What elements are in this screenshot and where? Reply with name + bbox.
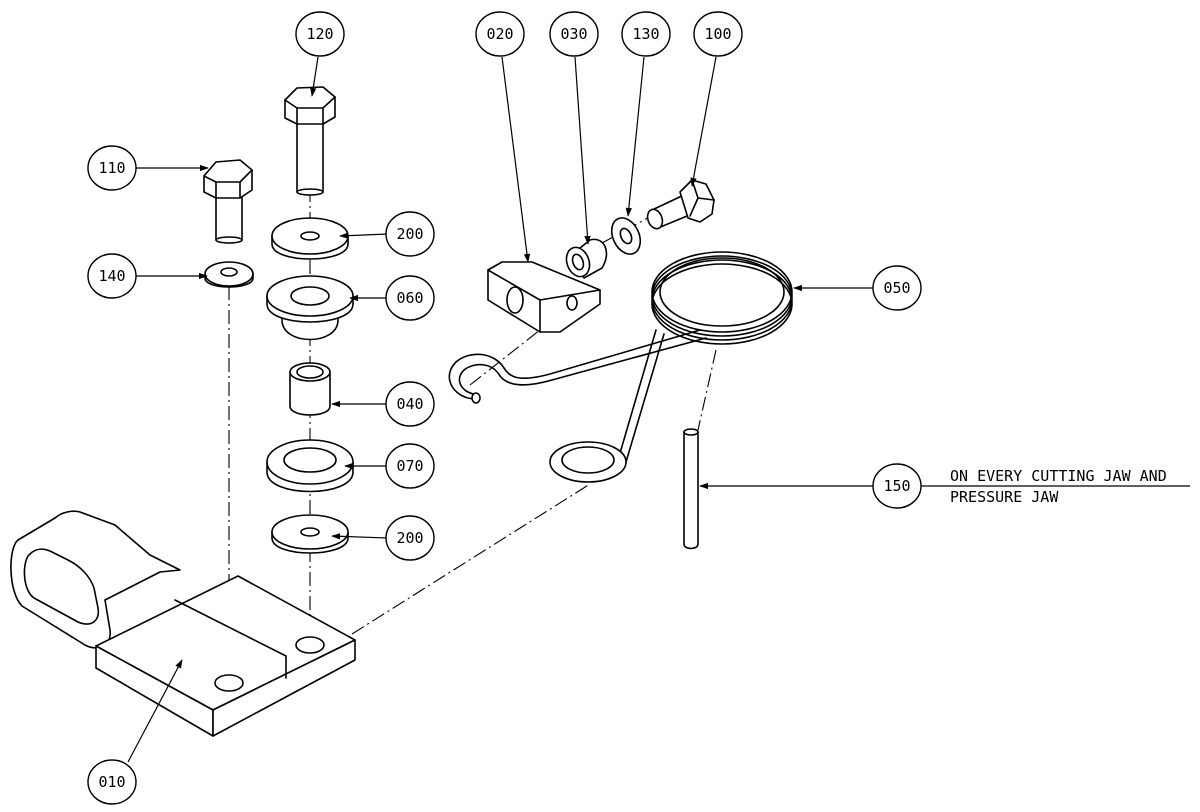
sleeve-040 (289, 362, 331, 416)
callout-030-label: 030 (560, 25, 587, 43)
washer-200-lower (271, 514, 349, 554)
callout-040-label: 040 (396, 395, 423, 413)
callout-120: 120 (295, 11, 345, 57)
callout-140-label: 140 (98, 267, 125, 285)
callout-060-label: 060 (396, 289, 423, 307)
callout-020: 020 (475, 11, 525, 57)
callout-200-lower-label: 200 (396, 529, 423, 547)
callout-110-label: 110 (98, 159, 125, 177)
callout-150: 150 (872, 463, 922, 509)
callout-150-label: 150 (883, 477, 910, 495)
pin-150 (683, 428, 699, 550)
callout-060: 060 (385, 275, 435, 321)
callout-200-upper: 200 (385, 211, 435, 257)
washer-140 (204, 261, 254, 288)
spacer-030 (565, 238, 608, 279)
callout-020-label: 020 (486, 25, 513, 43)
callout-040: 040 (385, 381, 435, 427)
note-line-2: PRESSURE JAW (950, 488, 1059, 506)
leader-lines (127, 56, 1190, 763)
bolt-110 (203, 159, 253, 244)
callout-110: 110 (87, 145, 137, 191)
washer-200-upper (271, 217, 349, 260)
callout-130-label: 130 (632, 25, 659, 43)
torsion-spring-050 (448, 251, 793, 483)
note-150: ON EVERY CUTTING JAW AND PRESSURE JAW (950, 467, 1167, 506)
callout-140: 140 (87, 253, 137, 299)
callout-050: 050 (872, 265, 922, 311)
bolt-120 (284, 86, 336, 196)
callout-100-label: 100 (704, 25, 731, 43)
bolt-100 (646, 179, 715, 230)
callout-010: 010 (87, 759, 137, 805)
callout-200-lower: 200 (385, 515, 435, 561)
callout-030: 030 (549, 11, 599, 57)
bracket-020 (487, 261, 601, 333)
jaw-base-010 (10, 510, 356, 737)
callout-130: 130 (621, 11, 671, 57)
callout-050-label: 050 (883, 279, 910, 297)
washer-070 (266, 439, 354, 493)
callout-200-upper-label: 200 (396, 225, 423, 243)
washer-130 (610, 217, 642, 255)
flanged-bushing-060 (266, 275, 354, 341)
callout-070: 070 (385, 443, 435, 489)
note-line-1: ON EVERY CUTTING JAW AND (950, 467, 1167, 485)
callout-120-label: 120 (306, 25, 333, 43)
callout-010-label: 010 (98, 773, 125, 791)
callout-100: 100 (693, 11, 743, 57)
callout-070-label: 070 (396, 457, 423, 475)
